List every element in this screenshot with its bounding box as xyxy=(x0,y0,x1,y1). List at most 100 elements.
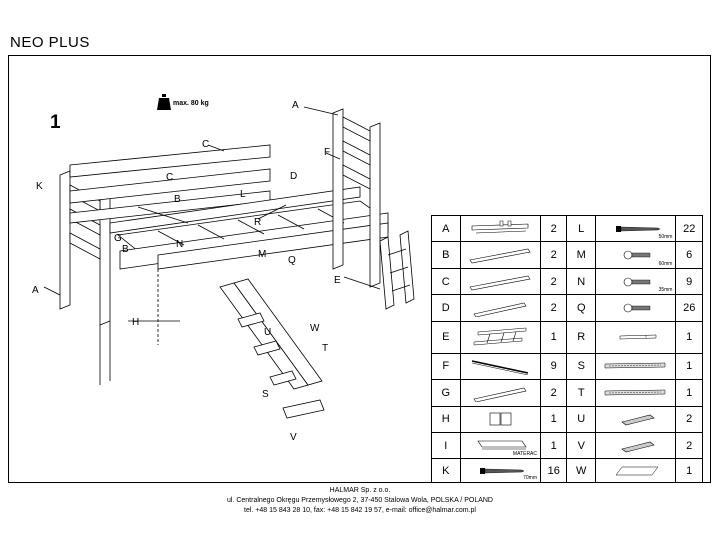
label-B1: B xyxy=(174,194,181,205)
legs xyxy=(99,269,159,385)
part-letter: R xyxy=(566,320,596,354)
part-bolt-icon: 60mm xyxy=(594,241,677,269)
label-H: H xyxy=(132,317,139,328)
part-curved-slat-icon xyxy=(459,352,542,381)
weight-limit: max. 80 kg xyxy=(157,94,209,115)
part-quantity: 1 xyxy=(539,320,568,354)
page-title: NEO PLUS xyxy=(10,34,90,51)
weight-icon xyxy=(157,94,171,110)
part-size: 35mm xyxy=(658,287,673,294)
part-slide-rail-icon xyxy=(594,379,677,407)
footer-company: HALMAR Sp. z o.o. xyxy=(329,487,391,494)
part-quantity: 16 xyxy=(539,458,568,483)
part-letter: M xyxy=(566,241,596,269)
part-quantity: 2 xyxy=(539,214,568,243)
part-screw-icon: 70mm xyxy=(459,458,542,483)
part-slide-rail-icon xyxy=(594,352,677,381)
label-S: S xyxy=(262,389,269,400)
part-quantity: 9 xyxy=(539,352,568,381)
part-quantity: 2 xyxy=(539,241,568,269)
label-W: W xyxy=(310,323,320,334)
part-letter: D xyxy=(431,294,461,322)
assembly-diagram: A A B B C C D E F G H K L M N Q R S T U … xyxy=(32,100,415,443)
part-quantity: 1 xyxy=(675,320,703,354)
label-G: G xyxy=(114,233,122,244)
part-quantity: 2 xyxy=(539,267,568,296)
part-quantity: 1 xyxy=(675,352,703,381)
part-quantity: 9 xyxy=(675,267,703,296)
part-size: 70mm xyxy=(523,475,537,481)
part-quantity: 26 xyxy=(675,294,703,322)
part-bolt-icon: 35mm xyxy=(594,267,677,296)
part-letter: G xyxy=(431,379,461,407)
label-Q: Q xyxy=(288,255,296,266)
label-D: D xyxy=(290,171,297,182)
weight-limit-label: max. 80 kg xyxy=(173,100,209,107)
label-M: M xyxy=(258,249,266,260)
part-letter: C xyxy=(431,267,461,296)
label-A-left: A xyxy=(32,285,39,296)
part-letter: H xyxy=(431,405,461,433)
part-letter: A xyxy=(431,214,461,243)
part-bolt-icon xyxy=(594,294,677,322)
part-slide-sheet-icon xyxy=(594,458,677,483)
part-quantity: 1 xyxy=(539,405,568,433)
part-mattress-icon: MATERAC xyxy=(459,431,542,460)
part-quantity: 22 xyxy=(675,214,703,243)
part-letter: B xyxy=(431,241,461,269)
part-thin-rail-icon xyxy=(594,320,677,354)
part-quantity: 2 xyxy=(539,379,568,407)
instruction-frame xyxy=(8,55,711,483)
part-letter: Q xyxy=(566,294,596,322)
part-panel-pair-icon xyxy=(459,405,542,433)
part-long-plank-icon xyxy=(459,267,542,296)
right-end-frame xyxy=(332,108,381,288)
label-T: T xyxy=(322,343,328,354)
part-quantity: 1 xyxy=(675,458,703,483)
ladder xyxy=(379,230,415,310)
part-letter: K xyxy=(431,458,461,483)
part-quantity: 1 xyxy=(675,379,703,407)
step-number: 1 xyxy=(50,112,61,133)
label-L: L xyxy=(240,189,246,200)
part-long-plank-icon xyxy=(459,241,542,269)
leader-lines xyxy=(43,106,381,322)
label-U: U xyxy=(264,327,271,338)
slide xyxy=(219,278,325,419)
part-letter: V xyxy=(566,431,596,460)
footer-contact: tel. +48 15 843 28 10, fax: +48 15 842 1… xyxy=(244,507,476,514)
part-letter: N xyxy=(566,267,596,296)
label-A-top: A xyxy=(292,100,299,111)
part-size: 50mm xyxy=(658,234,673,241)
part-block-icon xyxy=(594,431,677,460)
label-E: E xyxy=(334,275,341,286)
part-quantity: 2 xyxy=(539,294,568,322)
part-letter: I xyxy=(431,431,461,460)
label-N: N xyxy=(176,239,183,250)
label-C2: C xyxy=(166,172,173,183)
part-letter: U xyxy=(566,405,596,433)
part-ladder-icon xyxy=(459,320,542,354)
part-letter: L xyxy=(566,214,596,243)
part-size: 60mm xyxy=(658,260,673,267)
label-B2: B xyxy=(122,244,129,255)
part-screw-icon: 50mm xyxy=(594,214,677,243)
part-letter: W xyxy=(566,458,596,483)
footer-address: ul. Centralnego Okręgu Przemysłowego 2, … xyxy=(226,497,493,504)
part-note: MATERAC xyxy=(512,451,537,458)
part-plank-icon xyxy=(459,294,542,322)
part-ladder-end-frame-icon xyxy=(459,214,542,243)
label-C1: C xyxy=(202,139,209,150)
part-letter: F xyxy=(431,352,461,381)
part-letter: E xyxy=(431,320,461,354)
guard-rails xyxy=(69,144,271,224)
